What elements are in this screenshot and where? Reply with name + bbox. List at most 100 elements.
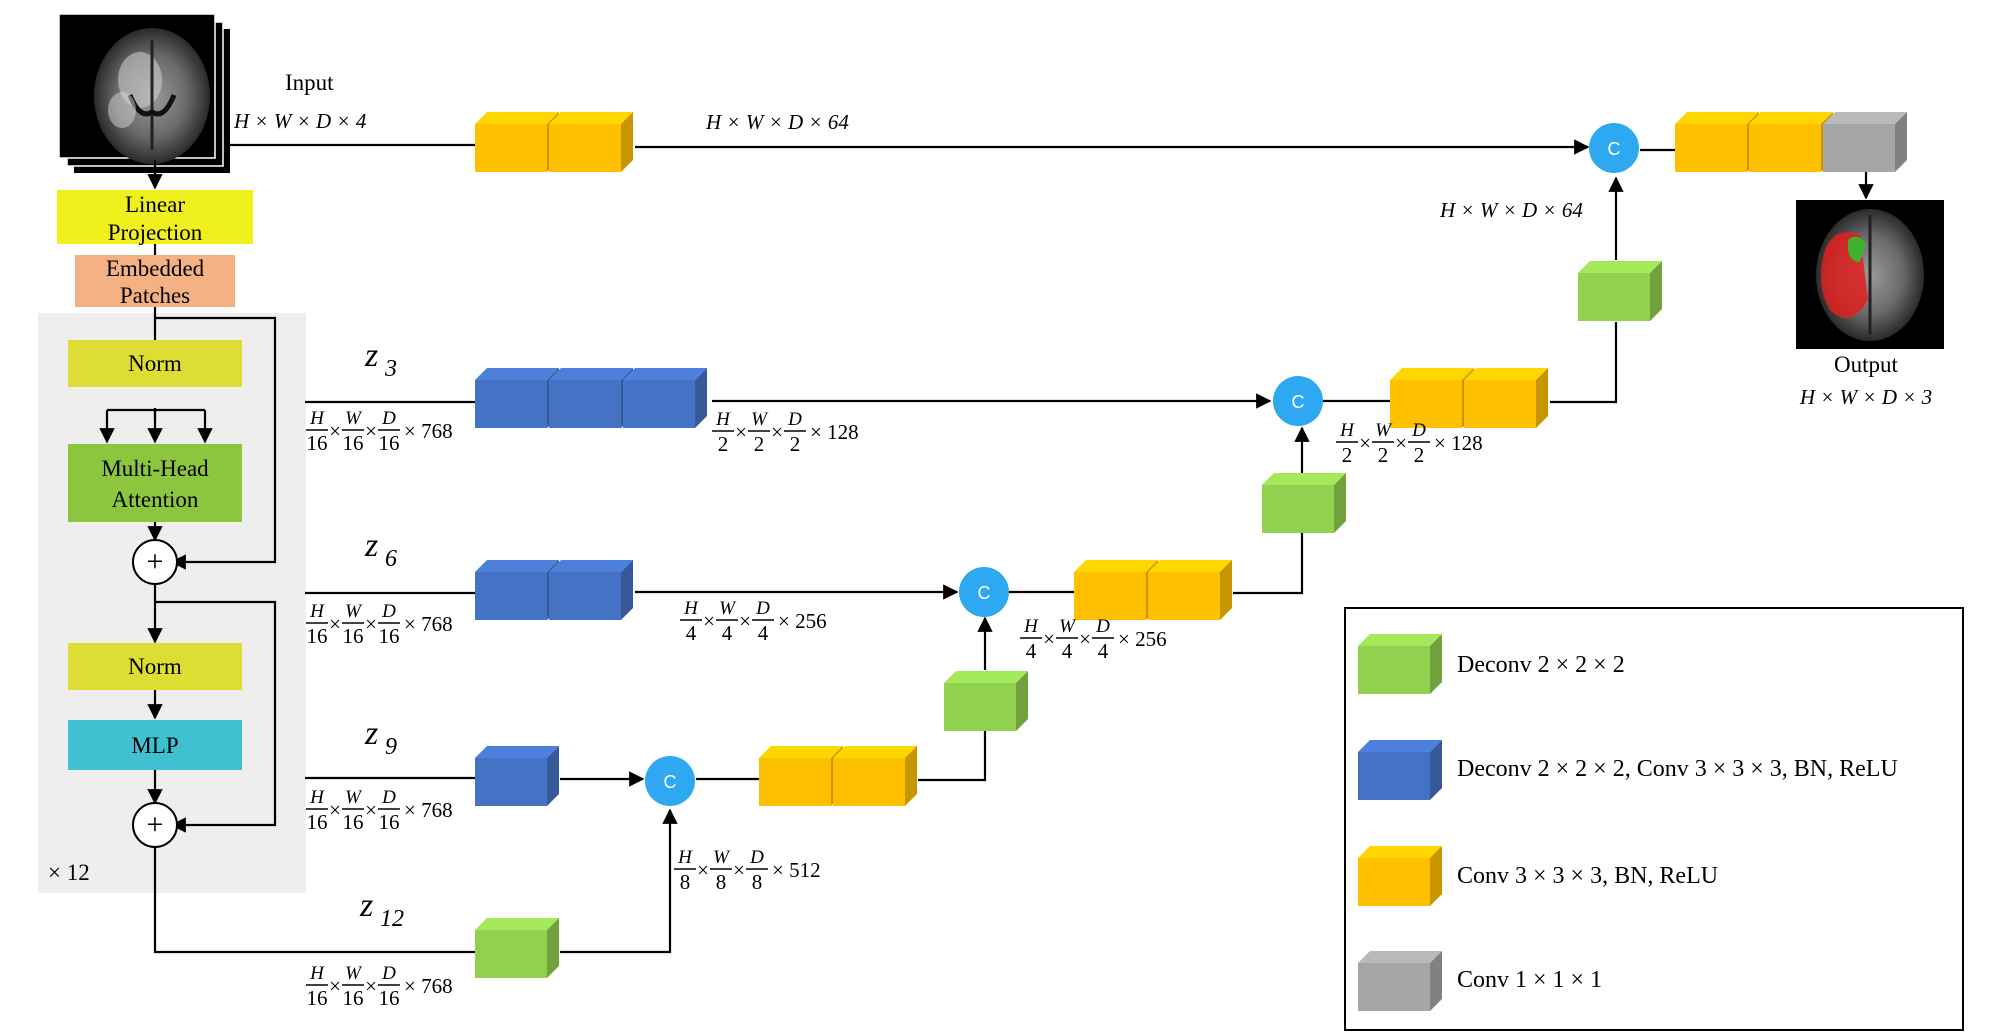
mha-line2: Attention: [112, 487, 199, 512]
svg-text:3: 3: [384, 356, 397, 382]
dims-z6-dec-den: 4: [686, 621, 697, 645]
deconv-block-z3-1: [475, 368, 559, 428]
conv-block-dec9-2: [833, 746, 917, 806]
input-label: Input: [285, 70, 334, 95]
dims-dec3-out-den: 2: [1414, 443, 1425, 467]
norm-box-1: [68, 340, 242, 387]
dims-dec3-out-den: 2: [1378, 443, 1389, 467]
brain-scan-icon: [94, 28, 210, 164]
input-dims: H × W × D × 4: [233, 109, 367, 133]
dims-z3-dec: H2×W2×D2× 128: [712, 409, 859, 456]
legend-orange-swatch: [1358, 846, 1442, 906]
dims-z12-dec-den: 8: [752, 870, 763, 894]
dims-z9-enc: H16×W16×D16× 768: [306, 787, 453, 834]
conv-block-final-1: [1675, 112, 1759, 172]
legend-gray-label: Conv 1 × 1 × 1: [1457, 967, 1602, 993]
dims-z6-dec: H4×W4×D4× 256: [680, 598, 827, 645]
concat-node-3: C: [1273, 376, 1323, 426]
linear-projection-line2: Projection: [108, 220, 203, 245]
residual-connection-1: [155, 316, 277, 570]
output-label: Output: [1834, 352, 1899, 377]
dims-z3-dec-tail: × 128: [810, 420, 859, 444]
dims-z6-enc-times: ×: [365, 612, 377, 636]
linear-projection-line1: Linear: [125, 192, 185, 217]
dims-dec6-out-times: ×: [1043, 627, 1055, 651]
dims-z9-enc-num: H: [309, 787, 325, 808]
dims-dec6-out-times: ×: [1079, 627, 1091, 651]
svg-text:9: 9: [385, 734, 397, 760]
dims-z12-enc-times: ×: [365, 974, 377, 998]
svg-text:z: z: [364, 337, 378, 374]
dims-z6-dec-den: 4: [758, 621, 769, 645]
conv-block-dec3-2: [1464, 368, 1548, 428]
concat-label-top: C: [1608, 139, 1621, 159]
deconv-block-z3-2: [549, 368, 633, 428]
dims-z9-enc-times: ×: [329, 798, 341, 822]
dims-z9-enc-den: 16: [379, 810, 400, 834]
norm-box-2: [68, 643, 242, 690]
dims-z12-dec: H8×W8×D8× 512: [674, 847, 821, 894]
deconv-block-z6-2: [549, 560, 633, 620]
dims-dec6-out-den: 4: [1098, 639, 1109, 663]
concat-node-top: C: [1589, 123, 1639, 173]
concat-node-9: C: [645, 756, 695, 806]
dims-z6-enc-den: 16: [307, 624, 328, 648]
dims-dec6-out-den: 4: [1062, 639, 1073, 663]
dims-dec3-out-times: ×: [1359, 431, 1371, 455]
skip-label-z12: z 12: [359, 887, 404, 932]
skip-label-z3: z 3: [364, 337, 397, 382]
dims-z3-dec-den: 2: [790, 432, 801, 456]
conv-block-final-2: [1749, 112, 1833, 172]
legend-blue-label: Deconv 2 × 2 × 2, Conv 3 × 3 × 3, BN, Re…: [1457, 756, 1898, 782]
dims-z3-enc-den: 16: [379, 431, 400, 455]
dims-z9-enc-num: W: [345, 787, 363, 808]
dims-z3-enc-times: ×: [365, 419, 377, 443]
svg-text:z: z: [364, 527, 378, 564]
dims-z6-enc: H16×W16×D16× 768: [306, 601, 453, 648]
concat-label-6: C: [978, 583, 991, 603]
dims-dec3-out-tail: × 128: [1434, 431, 1483, 455]
dims-dec6-out-num: H: [1023, 616, 1039, 637]
embedded-patches-box: [75, 255, 235, 307]
dims-z9-enc-den: 16: [307, 810, 328, 834]
legend-box: [1344, 607, 1964, 1031]
svg-text:12: 12: [380, 906, 404, 932]
conv-block-dec3-1: [1390, 368, 1474, 428]
norm-label-1: Norm: [128, 351, 182, 376]
deconv-block-to-concat3: [1262, 473, 1346, 533]
dims-z12-dec-times: ×: [697, 858, 709, 882]
skip-label-z9: z 9: [364, 715, 397, 760]
dims-z12-dec-den: 8: [716, 870, 727, 894]
conv-block-top-2: [549, 112, 633, 172]
dims-z12-dec-den: 8: [680, 870, 691, 894]
concat-node-6: C: [959, 567, 1009, 617]
deconv-block-z3-3: [623, 368, 707, 428]
dims-z6-dec-den: 4: [722, 621, 733, 645]
line-conv3-up: [1550, 322, 1618, 404]
repeat-count: × 12: [48, 860, 90, 885]
dims-z12-enc-tail: × 768: [404, 974, 453, 998]
dims-z9-enc-times: ×: [365, 798, 377, 822]
dims-z3-enc-num: W: [345, 408, 363, 429]
plus-sign-2: +: [147, 808, 164, 841]
deconv-block-z12: [475, 918, 559, 978]
dims-z12-enc-den: 16: [343, 986, 364, 1010]
input-image-stack: [58, 13, 230, 173]
tumor-mask-green: [1848, 236, 1866, 262]
dims-z6-enc-den: 16: [379, 624, 400, 648]
skip-label-z6: z 6: [364, 527, 397, 572]
dims-z3-enc-num: D: [381, 408, 396, 429]
dims-dec3-out-num: W: [1375, 420, 1393, 441]
upsample-dims-64: H × W × D × 64: [1439, 198, 1583, 222]
dims-z12-dec-times: ×: [733, 858, 745, 882]
plus-sign-1: +: [147, 545, 164, 578]
dims-z12-enc-num: D: [381, 963, 396, 984]
dims-z12-enc-den: 16: [307, 986, 328, 1010]
dims-dec6-out-tail: × 256: [1118, 627, 1167, 651]
dims-z6-dec-times: ×: [739, 609, 751, 633]
legend-green-swatch: [1358, 634, 1442, 694]
dims-dec3-out-den: 2: [1342, 443, 1353, 467]
dims-z6-enc-tail: × 768: [404, 612, 453, 636]
add-node-1: [132, 539, 178, 585]
